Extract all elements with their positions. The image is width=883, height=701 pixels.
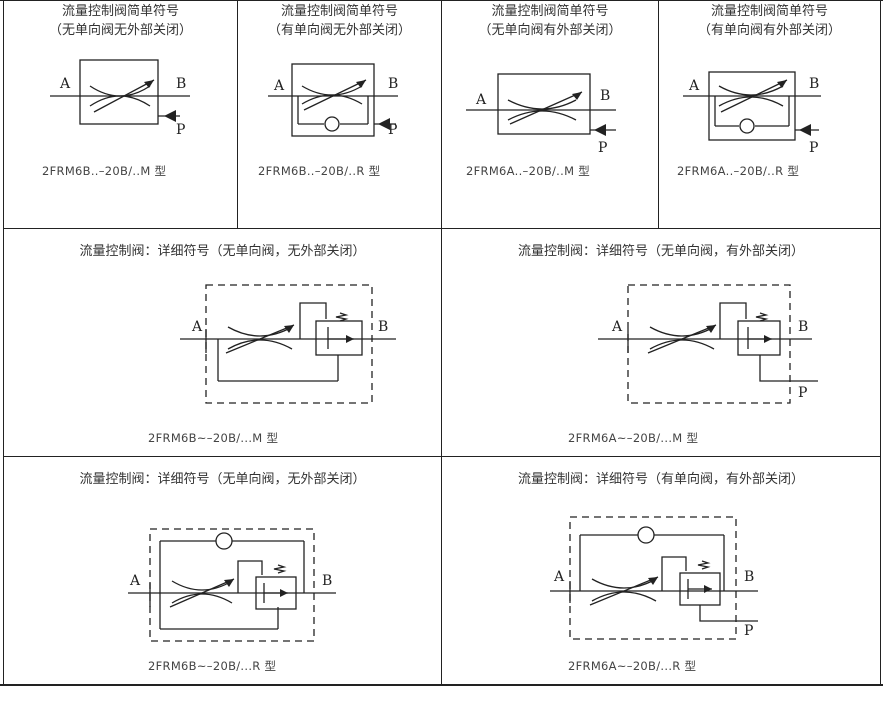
port-label-b: B bbox=[378, 319, 389, 335]
port-label-a: A bbox=[554, 569, 565, 585]
model-code: 2FRM6A~–20B/...M 型 bbox=[568, 431, 699, 445]
grid-right-border bbox=[880, 0, 881, 684]
panel-subtitle: （有单向阀有外部关闭） bbox=[697, 23, 841, 38]
model-code: 2FRM6A~–20B/...R 型 bbox=[568, 659, 697, 673]
port-label-p: P bbox=[809, 140, 819, 156]
grid-col-divider-right bbox=[658, 0, 659, 228]
panel-detailed-no-check-no-shutoff-m: 流量控制阀：详细符号（无单向阀，无外部关闭） A B 2FRM6B~–20B/.… bbox=[4, 229, 441, 456]
port-label-b: B bbox=[322, 573, 333, 589]
flow-valve-symbol bbox=[683, 71, 821, 141]
port-label-p: P bbox=[744, 623, 754, 639]
panel-subtitle: （无单向阀无外部关闭） bbox=[48, 23, 192, 38]
panel-title: 流量控制阀：详细符号（有单向阀，有外部关闭） bbox=[517, 472, 804, 487]
port-label-a: A bbox=[60, 76, 71, 92]
grid-col-divider-mid bbox=[441, 0, 442, 684]
panel-simple-check-shutoff: 流量控制阀简单符号 （有单向阀有外部关闭） A B P 2FRM6A..–20B… bbox=[659, 0, 880, 228]
model-code: 2FRM6B..–20B/..M 型 bbox=[42, 164, 167, 178]
port-label-a: A bbox=[689, 78, 700, 94]
grid-bottom-border bbox=[0, 684, 883, 686]
port-label-b: B bbox=[176, 76, 187, 92]
port-label-b: B bbox=[798, 319, 809, 335]
panel-title: 流量控制阀：详细符号（无单向阀，有外部关闭） bbox=[517, 244, 804, 259]
panel-simple-no-check-no-shutoff: 流量控制阀简单符号 （无单向阀无外部关闭） A B P 2FRM6B..–20B… bbox=[4, 0, 237, 228]
flow-valve-symbol bbox=[50, 59, 190, 125]
panel-title: 流量控制阀：详细符号（无单向阀，无外部关闭） bbox=[79, 244, 366, 259]
port-label-p: P bbox=[798, 385, 808, 401]
panel-detailed-no-check-no-shutoff-r: 流量控制阀：详细符号（无单向阀，无外部关闭） A B 2FRM6B~–20B/.… bbox=[4, 457, 441, 684]
flow-valve-symbol bbox=[268, 63, 398, 137]
flow-valve-detailed-symbol bbox=[180, 284, 396, 404]
panel-title: 流量控制阀简单符号 bbox=[710, 4, 828, 19]
grid-left-border bbox=[3, 0, 4, 684]
panel-detailed-check-shutoff-r: 流量控制阀：详细符号（有单向阀，有外部关闭） A B P 2FRM6A~–20B… bbox=[442, 457, 880, 684]
port-label-p: P bbox=[176, 122, 186, 138]
grid-row-divider-1 bbox=[3, 228, 881, 229]
grid-row-divider-2 bbox=[3, 456, 881, 457]
port-label-p: P bbox=[388, 122, 398, 138]
port-label-a: A bbox=[192, 319, 203, 335]
panel-simple-check-no-shutoff: 流量控制阀简单符号 （有单向阀无外部关闭） A B P 2FRM6B..–20B… bbox=[238, 0, 441, 228]
panel-title: 流量控制阀：详细符号（无单向阀，无外部关闭） bbox=[79, 472, 366, 487]
port-label-b: B bbox=[809, 76, 820, 92]
panel-subtitle: （有单向阀无外部关闭） bbox=[267, 23, 411, 38]
flow-valve-detailed-symbol bbox=[550, 516, 758, 640]
model-code: 2FRM6B~–20B/...R 型 bbox=[148, 659, 277, 673]
panel-title: 流量控制阀简单符号 bbox=[491, 4, 609, 19]
port-label-a: A bbox=[612, 319, 623, 335]
panel-subtitle: （无单向阀有外部关闭） bbox=[478, 23, 622, 38]
grid-col-divider-left bbox=[237, 0, 238, 228]
port-label-a: A bbox=[130, 573, 141, 589]
flow-valve-detailed-symbol bbox=[598, 284, 818, 404]
port-label-a: A bbox=[476, 92, 487, 108]
model-code: 2FRM6A..–20B/..M 型 bbox=[466, 164, 591, 178]
port-label-b: B bbox=[744, 569, 755, 585]
panel-title: 流量控制阀简单符号 bbox=[61, 4, 179, 19]
model-code: 2FRM6A..–20B/..R 型 bbox=[677, 164, 800, 178]
port-label-a: A bbox=[274, 78, 285, 94]
port-label-b: B bbox=[600, 88, 611, 104]
port-label-p: P bbox=[598, 140, 608, 156]
panel-detailed-no-check-shutoff-m: 流量控制阀：详细符号（无单向阀，有外部关闭） A B P 2FRM6A~–20B… bbox=[442, 229, 880, 456]
panel-title: 流量控制阀简单符号 bbox=[280, 4, 398, 19]
flow-valve-detailed-symbol bbox=[128, 528, 336, 642]
port-label-b: B bbox=[388, 76, 399, 92]
panel-simple-no-check-shutoff: 流量控制阀简单符号 （无单向阀有外部关闭） A B P 2FRM6A..–20B… bbox=[442, 0, 658, 228]
flow-valve-symbol bbox=[466, 73, 616, 136]
model-code: 2FRM6B..–20B/..R 型 bbox=[258, 164, 381, 178]
model-code: 2FRM6B~–20B/...M 型 bbox=[148, 431, 279, 445]
